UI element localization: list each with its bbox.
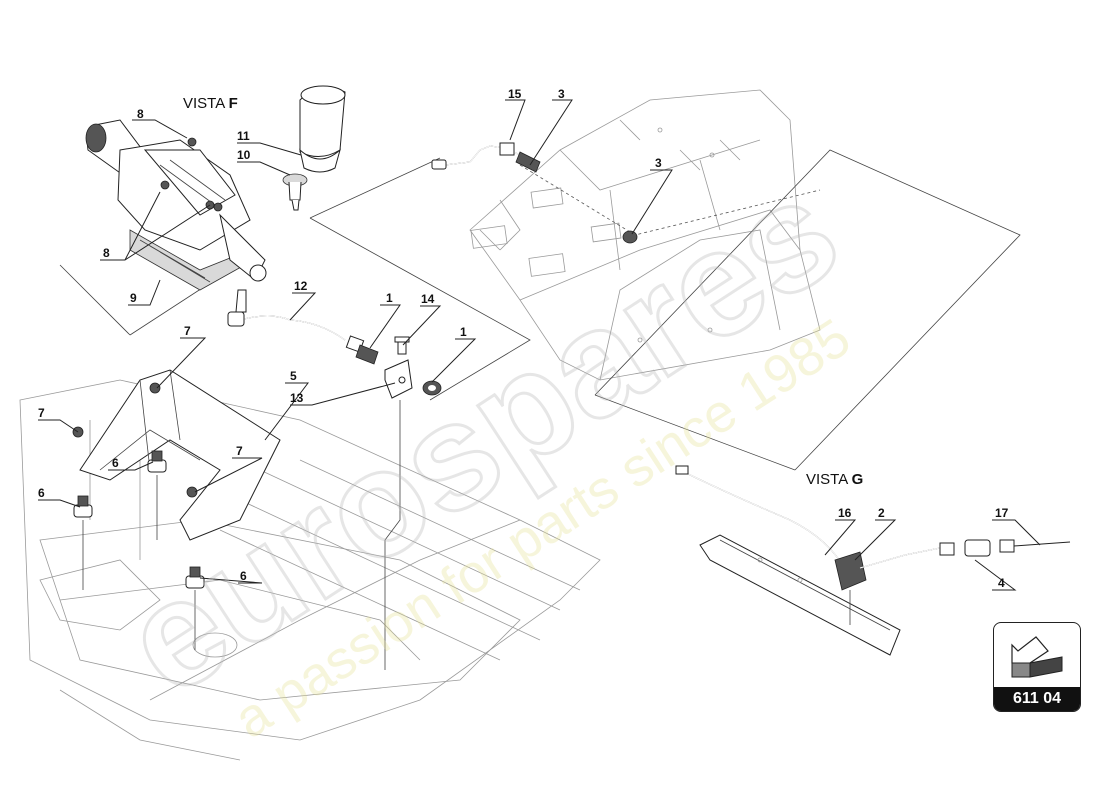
catalogue-code: 611 04 xyxy=(994,687,1080,711)
callout-label: 7 xyxy=(38,406,45,420)
callout-label: 14 xyxy=(421,292,435,306)
view-title-g: VISTA G xyxy=(806,471,863,488)
callout-labels: 15 3 3 8 11 10 8 9 12 1 14 1 7 5 13 7 6 … xyxy=(38,87,1009,590)
hose-12 xyxy=(227,289,346,341)
callout-label: 7 xyxy=(236,444,243,458)
callout-label: 6 xyxy=(38,486,45,500)
callout-label: 7 xyxy=(184,324,191,338)
callout-label: 16 xyxy=(838,506,852,520)
callout-label: 1 xyxy=(386,291,393,305)
callout-label: 9 xyxy=(130,291,137,305)
callout-label: 3 xyxy=(655,156,662,170)
callout-label: 8 xyxy=(103,246,110,260)
callout-label: 2 xyxy=(878,506,885,520)
callout-label: 4 xyxy=(998,576,1005,590)
callout-label: 6 xyxy=(112,456,119,470)
callout-label: 8 xyxy=(137,107,144,121)
damper-group xyxy=(73,400,401,670)
callout-label: 5 xyxy=(290,369,297,383)
leader-lines xyxy=(38,99,1041,591)
view-title-f: VISTA F xyxy=(183,95,238,112)
callout-label: 10 xyxy=(237,148,251,162)
callout-label: 12 xyxy=(294,279,308,293)
callout-label: 11 xyxy=(237,129,250,143)
catalogue-badge: 611 04 xyxy=(993,622,1081,712)
vista-g-assembly xyxy=(675,465,1071,656)
callout-label: 13 xyxy=(290,391,304,405)
callout-label: 1 xyxy=(460,325,467,339)
clutch-pump-assembly xyxy=(85,85,346,291)
fittings-group xyxy=(345,335,442,399)
callout-label: 6 xyxy=(240,569,247,583)
callout-label: 3 xyxy=(558,87,565,101)
callout-label: 17 xyxy=(995,506,1009,520)
pipe-15 xyxy=(431,142,638,244)
bracket-5 xyxy=(72,369,281,541)
tunnel-outline xyxy=(469,89,821,381)
callout-label: 15 xyxy=(508,87,522,101)
arrow-icon xyxy=(1011,636,1063,678)
